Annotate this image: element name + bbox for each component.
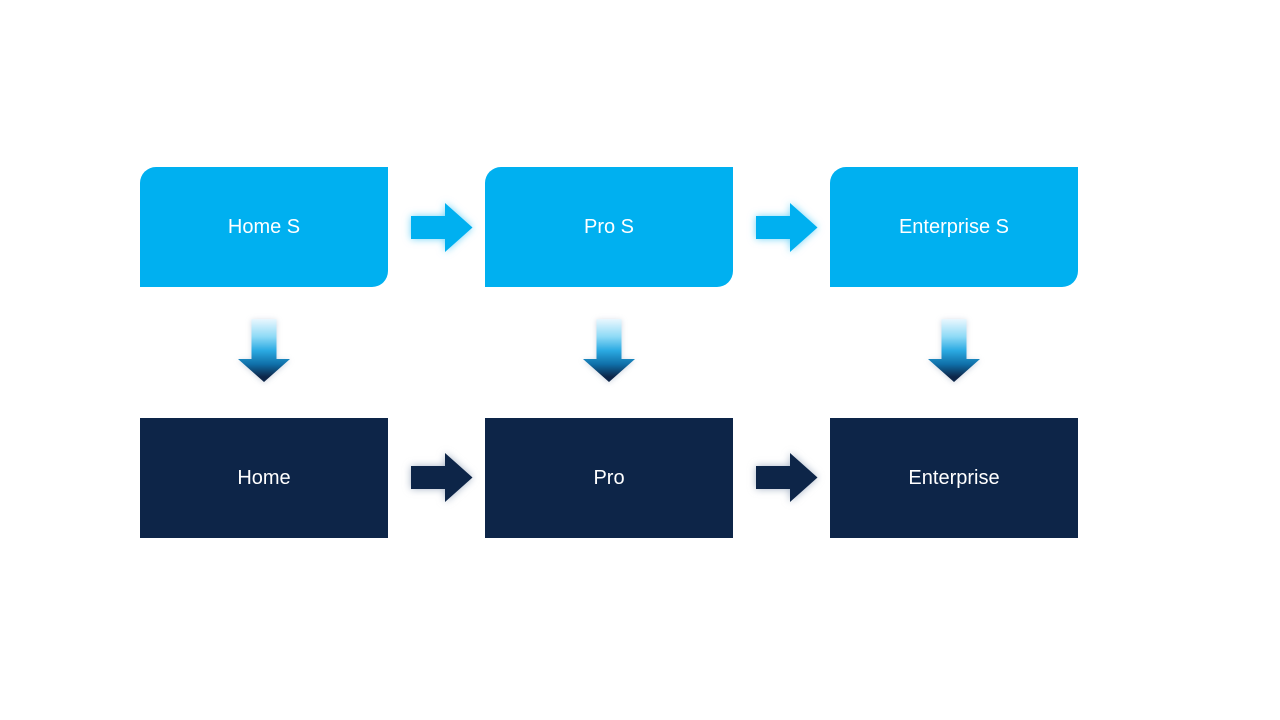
right-arrow-icon (411, 453, 473, 502)
node-label: Enterprise S (898, 215, 1010, 238)
right-arrow-icon (756, 453, 818, 502)
node-home-s: Home S (140, 167, 388, 287)
down-arrow-icon (238, 319, 290, 382)
down-arrow-icon (928, 319, 980, 382)
node-enterprise: Enterprise (830, 418, 1078, 538)
right-arrow-icon (411, 203, 473, 252)
node-label: Pro (593, 466, 625, 489)
node-home: Home (140, 418, 388, 538)
down-arrow-icon (583, 319, 635, 382)
node-label: Home S (227, 215, 301, 238)
node-label: Enterprise (908, 466, 1000, 489)
node-pro: Pro (485, 418, 733, 538)
right-arrow-icon (756, 203, 818, 252)
node-label: Pro S (583, 215, 635, 238)
node-pro-s: Pro S (485, 167, 733, 287)
node-enterprise-s: Enterprise S (830, 167, 1078, 287)
node-label: Home (237, 466, 291, 489)
